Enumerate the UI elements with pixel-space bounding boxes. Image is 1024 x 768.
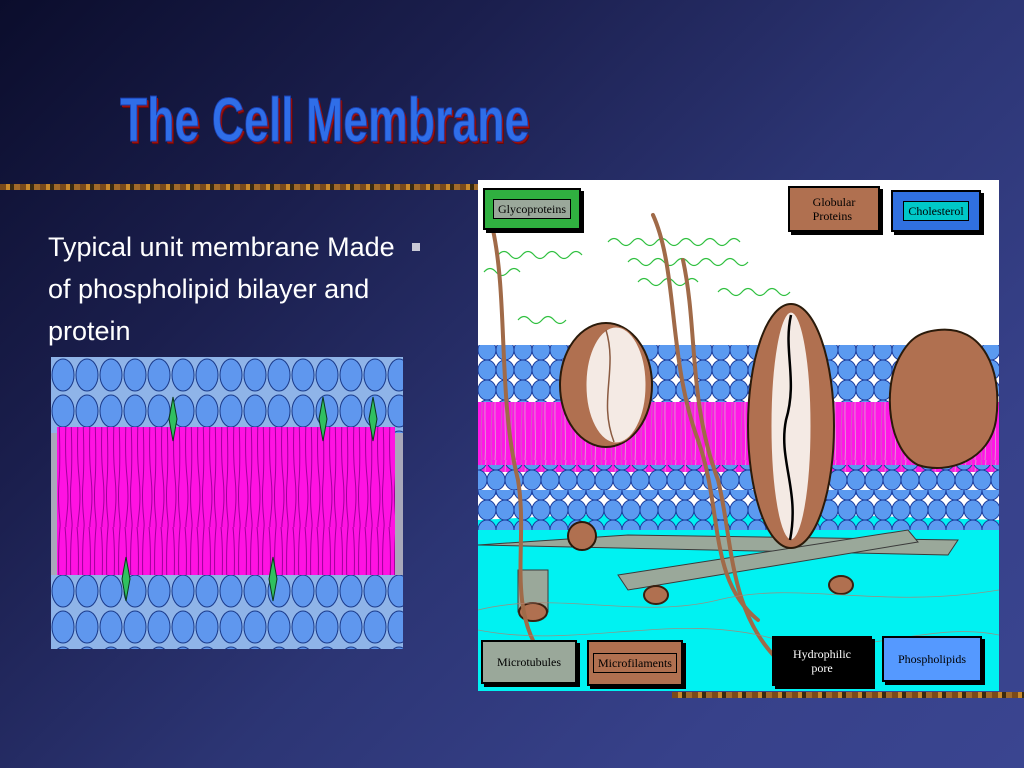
bilayer-diagram — [51, 357, 403, 649]
hydrophilic-pore-label: Hydrophilic pore — [772, 636, 872, 686]
globular-proteins-label: Globular Proteins — [788, 186, 880, 232]
bullet-square-icon — [412, 243, 420, 251]
glycoproteins-label: Glycoproteins — [483, 188, 581, 230]
decorative-rule-bottom — [672, 692, 1024, 698]
cholesterol-label: Cholesterol — [891, 190, 981, 232]
slide-title: The Cell Membrane — [120, 86, 529, 156]
bullet-text: Typical unit membrane Made of phospholip… — [48, 226, 408, 352]
phospholipids-label: Phospholipids — [882, 636, 982, 682]
fluid-mosaic-diagram — [478, 180, 999, 691]
microfilaments-label: Microfilaments — [587, 640, 683, 686]
microtubules-label: Microtubules — [481, 640, 577, 684]
decorative-rule-top — [0, 184, 478, 190]
